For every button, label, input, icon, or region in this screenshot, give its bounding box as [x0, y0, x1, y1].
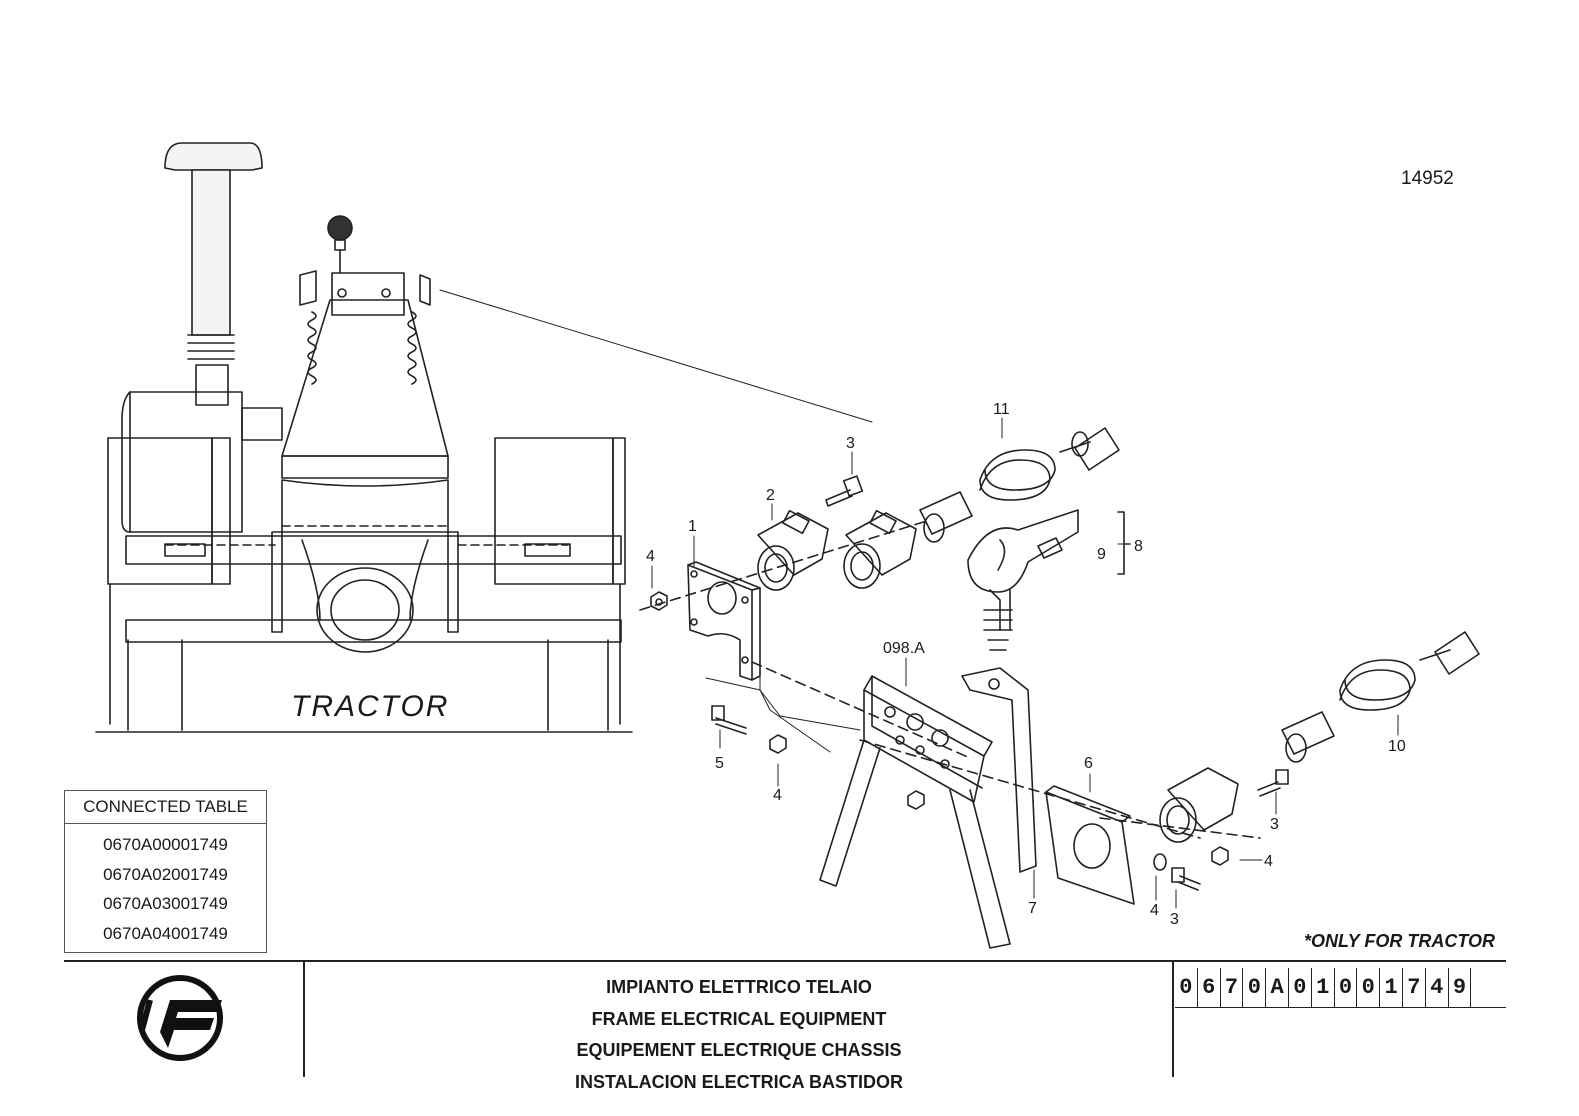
part-code-underline — [1175, 1007, 1506, 1008]
title-french: EQUIPEMENT ELECTRIQUE CHASSIS — [576, 1040, 902, 1060]
socket-assembly-lower — [705, 631, 1480, 949]
callout-4d: 4 — [1150, 902, 1159, 919]
socket-assembly-upper — [639, 427, 1120, 681]
connected-table-row: 0670A02001749 — [103, 864, 228, 884]
callouts: 1 2 3 4 11 8 9 098.A 5 4 6 7 3 4 4 3 10 — [646, 401, 1406, 928]
title-italian: IMPIANTO ELETTRICO TELAIO — [606, 977, 872, 997]
part-code-char: A — [1266, 968, 1289, 1008]
connected-table-row: 0670A00001749 — [103, 835, 228, 854]
callout-5: 5 — [715, 755, 724, 772]
part-code-char: 0 — [1243, 968, 1267, 1008]
connected-table-row: 0670A04001749 — [103, 923, 228, 943]
title-block: IMPIANTO ELETTRICO TELAIO FRAME ELECTRIC… — [306, 972, 1172, 1098]
callout-1: 1 — [688, 518, 697, 535]
title-block-rule — [64, 960, 1506, 962]
part-code-char: 1 — [1380, 968, 1403, 1008]
callout-11: 11 — [993, 401, 1010, 418]
connected-table-row: 0670A03001749 — [103, 894, 228, 913]
part-code-char: 9 — [1449, 968, 1472, 1008]
title-english: FRAME ELECTRICAL EQUIPMENT — [591, 1008, 887, 1029]
tractor-rear-view — [95, 142, 873, 733]
part-code-char: 1 — [1312, 968, 1335, 1008]
part-code-char: 4 — [1426, 968, 1449, 1008]
tractor-label: TRACTOR — [291, 690, 450, 723]
drawing-number: 14952 — [1401, 168, 1454, 189]
connected-table: CONNECTED TABLE 0670A00001749 0670A02001… — [64, 790, 267, 953]
title-block-divider — [1172, 960, 1174, 1077]
callout-8: 8 — [1134, 538, 1143, 555]
callout-098a: 098.A — [883, 640, 925, 657]
callout-4c: 4 — [1264, 853, 1273, 870]
plug-part-8 — [967, 509, 1131, 651]
callout-9: 9 — [1097, 546, 1106, 563]
callout-3c: 3 — [1170, 911, 1179, 928]
callout-4a: 4 — [646, 548, 655, 565]
callout-2: 2 — [766, 487, 775, 504]
callout-6: 6 — [1084, 755, 1093, 772]
callout-3b: 3 — [1270, 816, 1279, 833]
title-spanish: INSTALACION ELECTRICA BASTIDOR — [575, 1071, 903, 1092]
callout-10: 10 — [1388, 738, 1406, 755]
part-code-char: 0 — [1175, 968, 1198, 1008]
callout-7: 7 — [1028, 900, 1037, 917]
part-code-char: 7 — [1221, 968, 1244, 1008]
callout-4b: 4 — [773, 787, 782, 804]
part-code: 0 6 7 0 A 0 1 0 0 1 7 4 9 — [1175, 968, 1472, 1008]
part-code-char: 0 — [1335, 968, 1358, 1008]
brand-logo — [137, 975, 223, 1061]
part-code-char: 0 — [1357, 968, 1381, 1008]
part-code-char: 7 — [1403, 968, 1426, 1008]
tractor-only-note: *ONLY FOR TRACTOR — [1304, 931, 1496, 951]
leader-lines — [651, 417, 1399, 909]
connected-table-title: CONNECTED TABLE — [65, 791, 266, 824]
title-block-divider — [303, 960, 305, 1077]
callout-3a: 3 — [846, 435, 855, 452]
part-code-char: 6 — [1198, 968, 1221, 1008]
part-code-char: 0 — [1289, 968, 1312, 1008]
